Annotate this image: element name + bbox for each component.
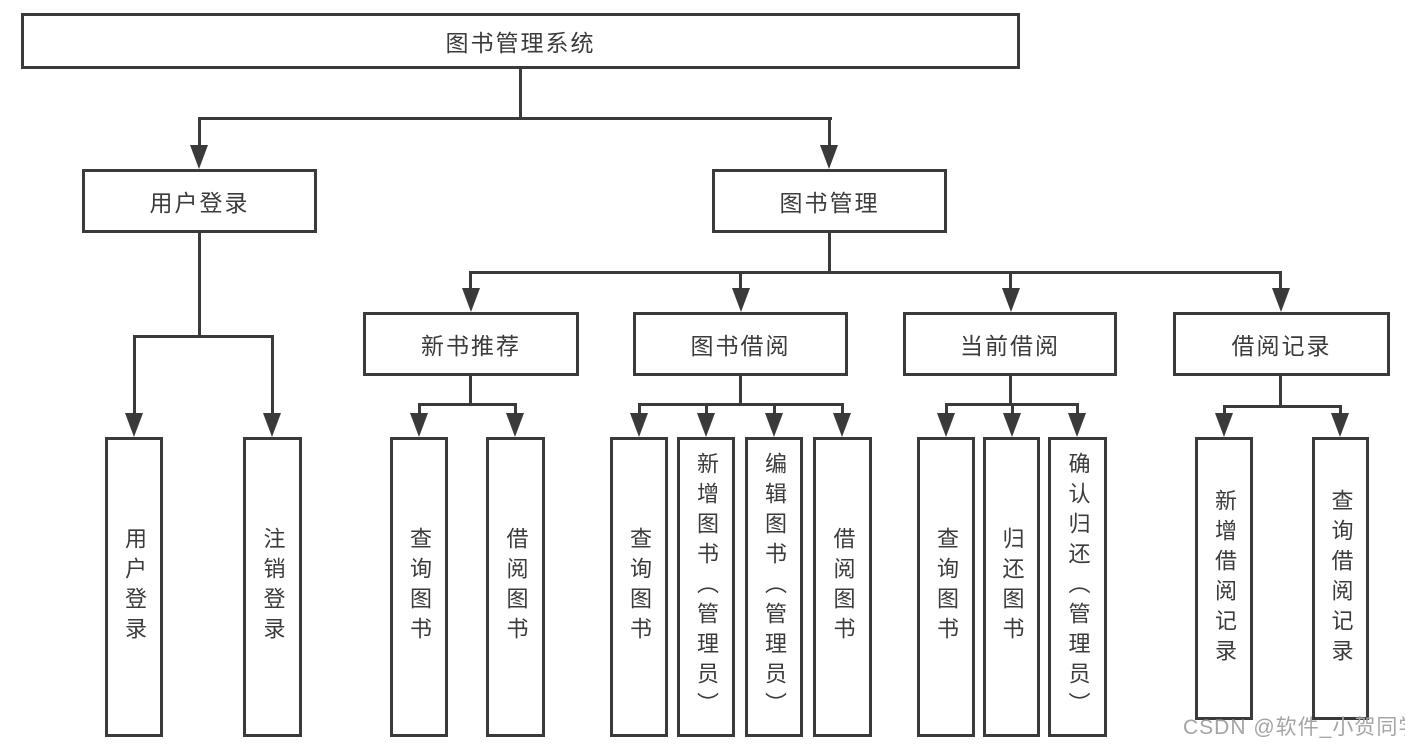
connector-drop-user-login [198,117,201,147]
arrow-to-return-books [1003,413,1021,437]
arrow-to-query-borrow-record [1331,413,1349,437]
arrow-to-query-books-recommend [410,413,428,437]
leaf-query-books-recommend: 查询图书 [390,437,448,737]
leaf-add-books-admin-label: 新增图书（管理员） [694,452,719,722]
connector-drop-query-books-current [945,403,948,415]
connector-book-management-rail [469,271,1282,274]
node-current-borrowing-label: 当前借阅 [960,333,1060,359]
leaf-borrow-books-recommend: 借阅图书 [486,437,545,737]
arrow-to-leaf-user-login [125,413,143,437]
leaf-logout-label: 注销登录 [260,527,286,647]
leaf-query-borrow-record-label: 查询借阅记录 [1328,488,1354,669]
connector-borrowing-records-rail [1223,405,1342,408]
arrow-to-book-management [820,145,838,169]
connector-user-login-rail [133,335,274,338]
leaf-add-borrow-record: 新增借阅记录 [1195,437,1253,720]
node-book-borrowing: 图书借阅 [633,312,848,376]
connector-borrowing-records-stem [1279,376,1282,407]
arrow-to-book-borrowing [732,288,750,312]
leaf-user-login: 用户登录 [105,437,163,737]
leaf-logout: 注销登录 [243,437,302,737]
leaf-return-books: 归还图书 [983,437,1040,737]
leaf-query-books-recommend-label: 查询图书 [407,527,432,647]
arrow-to-borrow-books-recommend [506,413,524,437]
leaf-borrow-books: 借阅图书 [813,437,872,737]
connector-user-login-stem [198,233,201,338]
node-current-borrowing: 当前借阅 [903,312,1117,376]
connector-drop-return-books [1011,403,1014,415]
arrow-to-borrow-books [833,413,851,437]
connector-new-book-rail [418,403,517,406]
node-new-book-recommend: 新书推荐 [363,312,579,376]
connector-drop-new-book [469,271,472,291]
leaf-user-login-label: 用户登录 [122,527,147,647]
leaf-edit-books-admin-label: 编辑图书（管理员） [762,452,787,722]
node-user-login-label: 用户登录 [149,190,250,216]
arrow-to-current-borrowing [1002,288,1020,312]
leaf-add-borrow-record-label: 新增借阅记录 [1212,488,1237,669]
leaf-query-books-current-label: 查询图书 [934,527,959,647]
leaf-query-books-borrowing: 查询图书 [610,437,668,737]
leaf-add-books-admin: 新增图书（管理员） [677,437,735,737]
connector-drop-book-management [828,117,831,147]
leaf-query-books-borrowing-label: 查询图书 [627,527,652,647]
leaf-borrow-books-recommend-label: 借阅图书 [503,527,529,647]
connector-drop-leaf-user-login [133,335,136,415]
node-new-book-recommend-label: 新书推荐 [421,333,521,359]
connector-drop-borrow-books [841,403,844,415]
connector-current-borrowing-stem [1009,376,1012,405]
connector-drop-confirm-return [1076,403,1079,415]
leaf-borrow-books-label: 借阅图书 [830,527,856,647]
arrow-to-edit-books-admin [765,413,783,437]
arrow-to-confirm-return [1068,413,1086,437]
leaf-confirm-return-admin: 确认归还（管理员） [1048,437,1107,737]
connector-root-rail [198,117,832,120]
arrow-to-borrowing-records [1272,288,1290,312]
arrow-to-query-books-borrowing [630,413,648,437]
connector-book-borrowing-rail [638,403,844,406]
connector-drop-current-borrowing [1009,271,1012,291]
arrow-to-new-book [462,288,480,312]
connector-drop-edit-books-admin [773,403,776,415]
arrow-to-add-books-admin [697,413,715,437]
node-root-system-label: 图书管理系统 [445,30,596,56]
node-borrowing-records-label: 借阅记录 [1231,333,1332,359]
connector-drop-add-books-admin [705,403,708,415]
arrow-to-query-books-current [937,413,955,437]
arrow-to-user-login [190,145,208,169]
connector-drop-query-borrow-record [1339,405,1342,415]
node-user-login: 用户登录 [82,169,317,233]
node-book-borrowing-label: 图书借阅 [690,333,791,359]
connector-book-management-stem [828,233,831,274]
connector-book-borrowing-stem [739,376,742,405]
node-root-system: 图书管理系统 [21,13,1020,69]
connector-drop-query-books-recommend [418,403,421,415]
arrow-to-leaf-logout [263,413,281,437]
connector-drop-leaf-logout [271,335,274,415]
leaf-return-books-label: 归还图书 [999,527,1025,647]
watermark-text: CSDN @软件_小贺同学 [1183,716,1405,739]
leaf-query-borrow-record: 查询借阅记录 [1312,437,1369,720]
node-book-management-label: 图书管理 [779,190,880,216]
connector-root-stem [519,69,522,119]
node-borrowing-records: 借阅记录 [1173,312,1390,376]
leaf-confirm-return-admin-label: 确认归还（管理员） [1065,452,1091,722]
arrow-to-add-borrow-record [1215,413,1233,437]
leaf-edit-books-admin: 编辑图书（管理员） [745,437,803,737]
leaf-query-books-current: 查询图书 [917,437,975,737]
connector-drop-query-books-borrowing [638,403,641,415]
connector-drop-borrowing-records [1279,271,1282,291]
connector-drop-book-borrowing [739,271,742,291]
node-book-management: 图书管理 [712,169,947,233]
connector-drop-add-borrow-record [1223,405,1226,415]
connector-new-book-stem [469,376,472,405]
connector-drop-borrow-books-recommend [514,403,517,415]
